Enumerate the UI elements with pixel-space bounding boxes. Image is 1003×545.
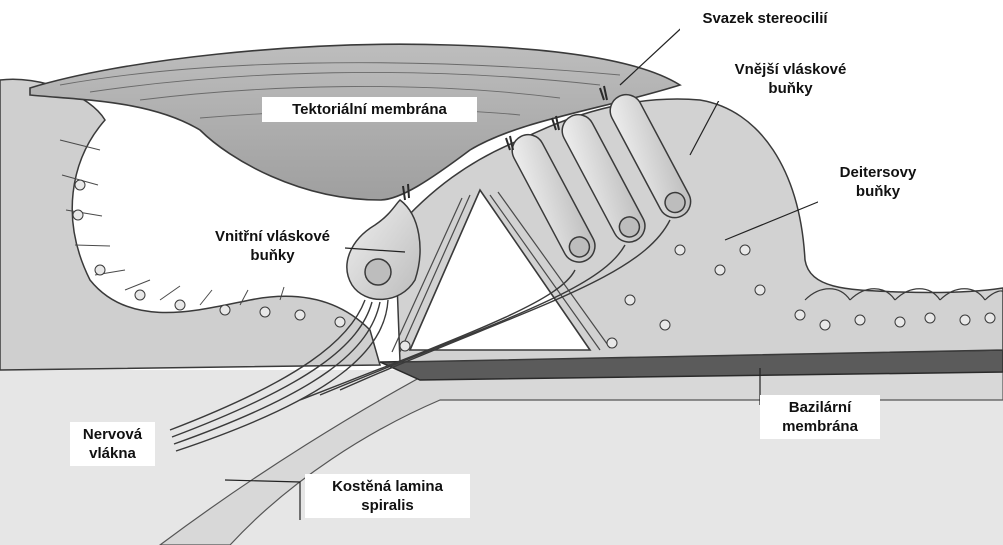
nerve-fibers [169,219,671,452]
osseous-spiral-lamina [158,371,1003,545]
spiral-limbus [0,78,381,371]
stereocilia-bundles [505,85,608,151]
inner-hair-cell [346,183,421,301]
label-basilar-membrane: Bazilární membrána [760,395,880,439]
outer-hair-cells [511,93,692,263]
label-deiters-cells: Deitersovy buňky [818,160,938,204]
tectorial-membrane [29,43,682,201]
label-osseous-spiral-lamina: Kostěná lamina spiralis [305,474,470,518]
supporting-cell-nuclei [72,179,996,352]
limbus-cell-outlines [59,139,285,306]
tunnel-of-corti [408,188,592,351]
label-nerve-fibers: Nervová vlákna [70,422,155,466]
label-outer-hair-cells: Vnější vláskové buňky [718,57,863,101]
label-inner-hair-cells: Vnitřní vláskové buňky [200,224,345,268]
pillar-cells [391,191,611,353]
outer-hair-cell-3 [609,93,692,219]
label-tectorial-membrane: Tektoriální membrána [262,97,477,122]
outer-hair-cell-1 [511,133,596,263]
tectorial-fibers [59,62,621,119]
outer-hair-cell-2 [561,113,646,243]
label-stereocilia-bundle: Svazek stereocilií [680,6,850,31]
